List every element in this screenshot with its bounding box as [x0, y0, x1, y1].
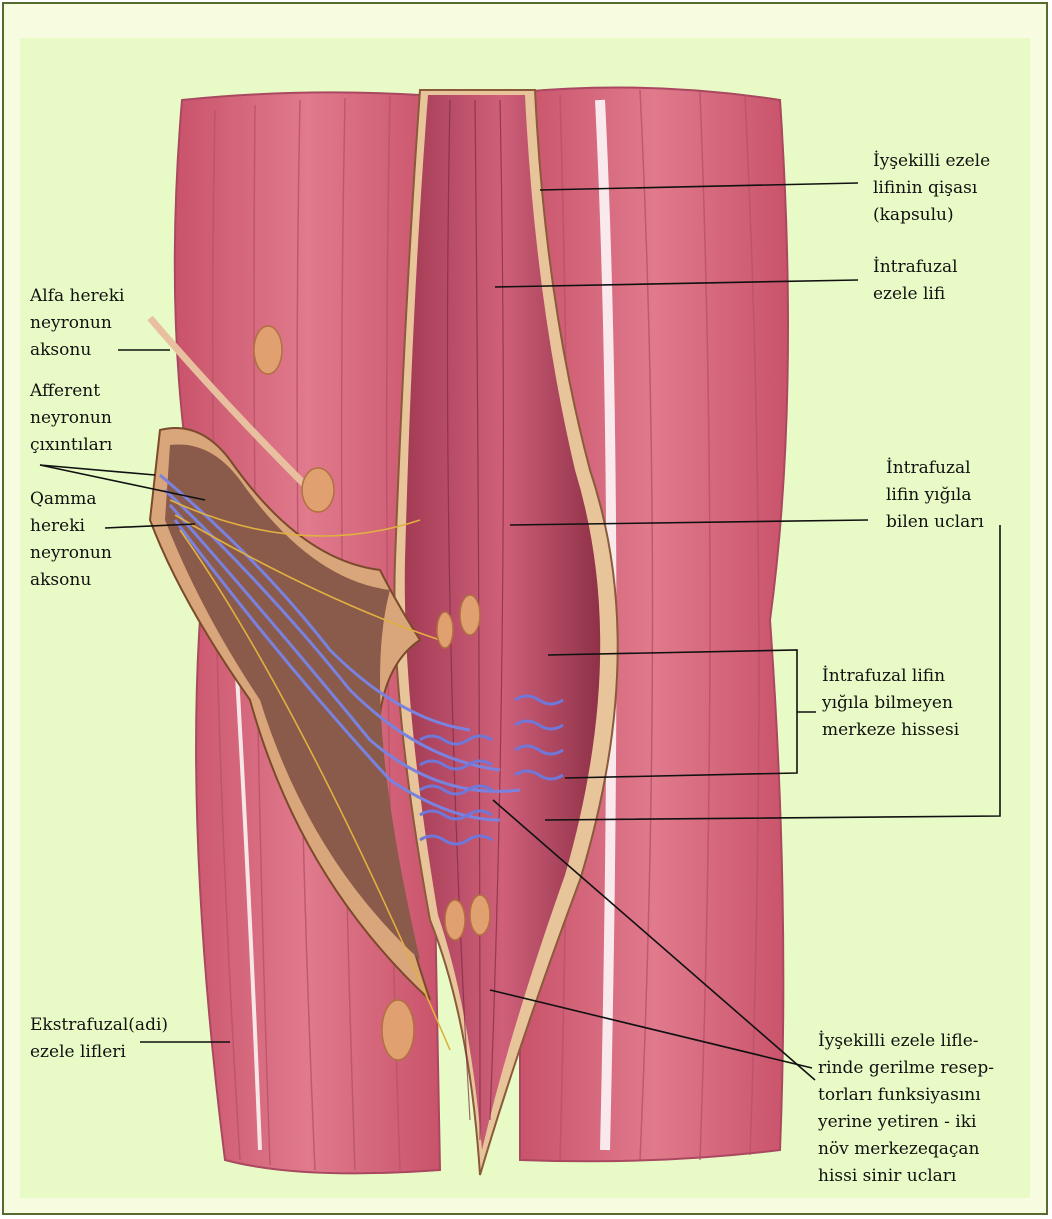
label-gamma-axon: Qamma hereki neyronun aksonu: [30, 486, 112, 594]
label-contractile-ends: İntrafuzal lifin yığıla bilen ucları: [886, 455, 984, 536]
label-intrafusal-fiber: İntrafuzal ezele lifi: [873, 254, 958, 308]
label-afferent: Afferent neyronun çıxıntıları: [30, 378, 112, 459]
label-sensory-endings: İyşekilli ezele lifle- rinde gerilme res…: [818, 1028, 994, 1190]
label-capsule: İyşekilli ezele lifinin qişası (kapsulu): [873, 148, 990, 229]
label-alpha-axon: Alfa hereki neyronun aksonu: [30, 283, 124, 364]
label-extrafusal: Ekstrafuzal(adi) ezele lifleri: [30, 1012, 168, 1066]
label-central-part: İntrafuzal lifin yığıla bilmeyen merkeze…: [822, 663, 959, 744]
